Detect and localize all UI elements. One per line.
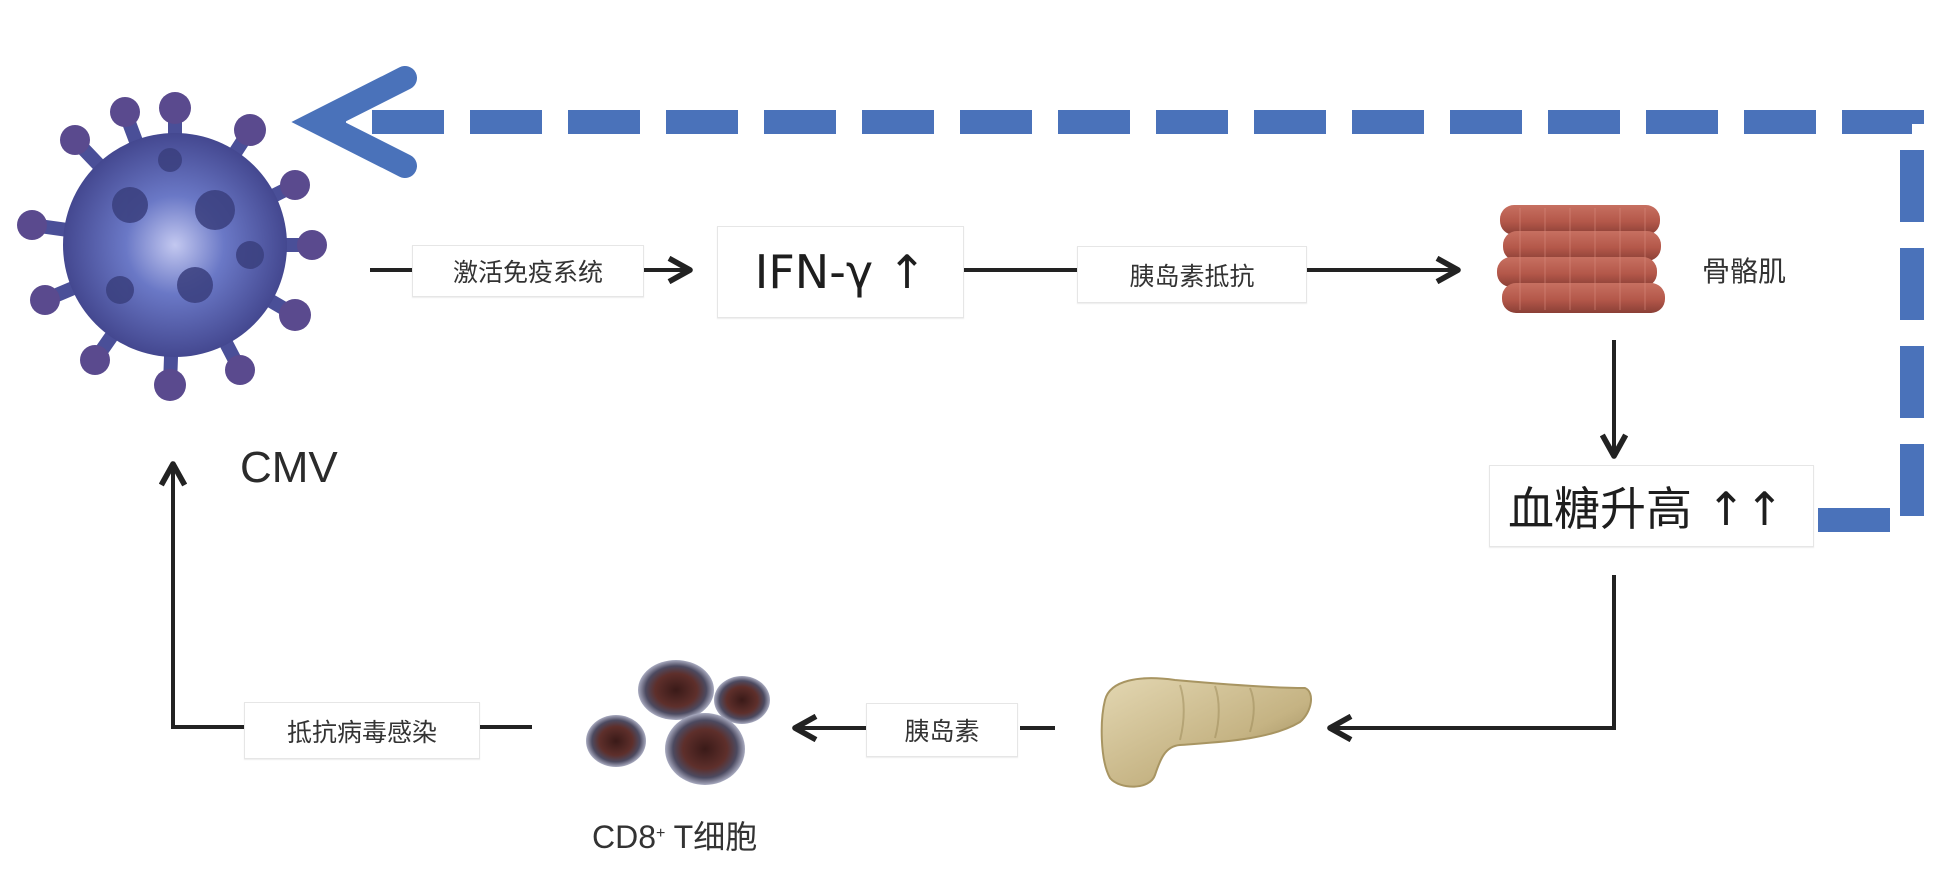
skeletal-muscle-icon xyxy=(1497,205,1665,313)
edge-label-insulin-resistance: 胰岛素抵抗 xyxy=(1077,246,1307,303)
node-blood-glucose: 血糖升高 ↑↑ xyxy=(1489,465,1814,547)
edge-label-resist-infection: 抵抗病毒感染 xyxy=(244,702,480,759)
node-skeletal-muscle-label: 骨骼肌 xyxy=(1702,255,1787,288)
feedback-arrow xyxy=(291,66,1924,532)
node-ifn-gamma: IFN-γ ↑ xyxy=(717,226,964,318)
node-cmv-label: CMV xyxy=(240,443,338,492)
edge-label-activate-immune: 激活免疫系统 xyxy=(412,245,644,297)
t-cell-icon xyxy=(586,660,770,785)
edge-label-insulin: 胰岛素 xyxy=(866,703,1018,757)
virus-icon xyxy=(17,92,327,401)
arrow-tcell-to-cmv xyxy=(173,464,532,729)
pancreas-icon xyxy=(1100,677,1312,788)
arrow-glucose-to-pancreas xyxy=(1330,575,1616,728)
node-cd8-t-cell-label: CD8+ T细胞 xyxy=(592,819,758,855)
